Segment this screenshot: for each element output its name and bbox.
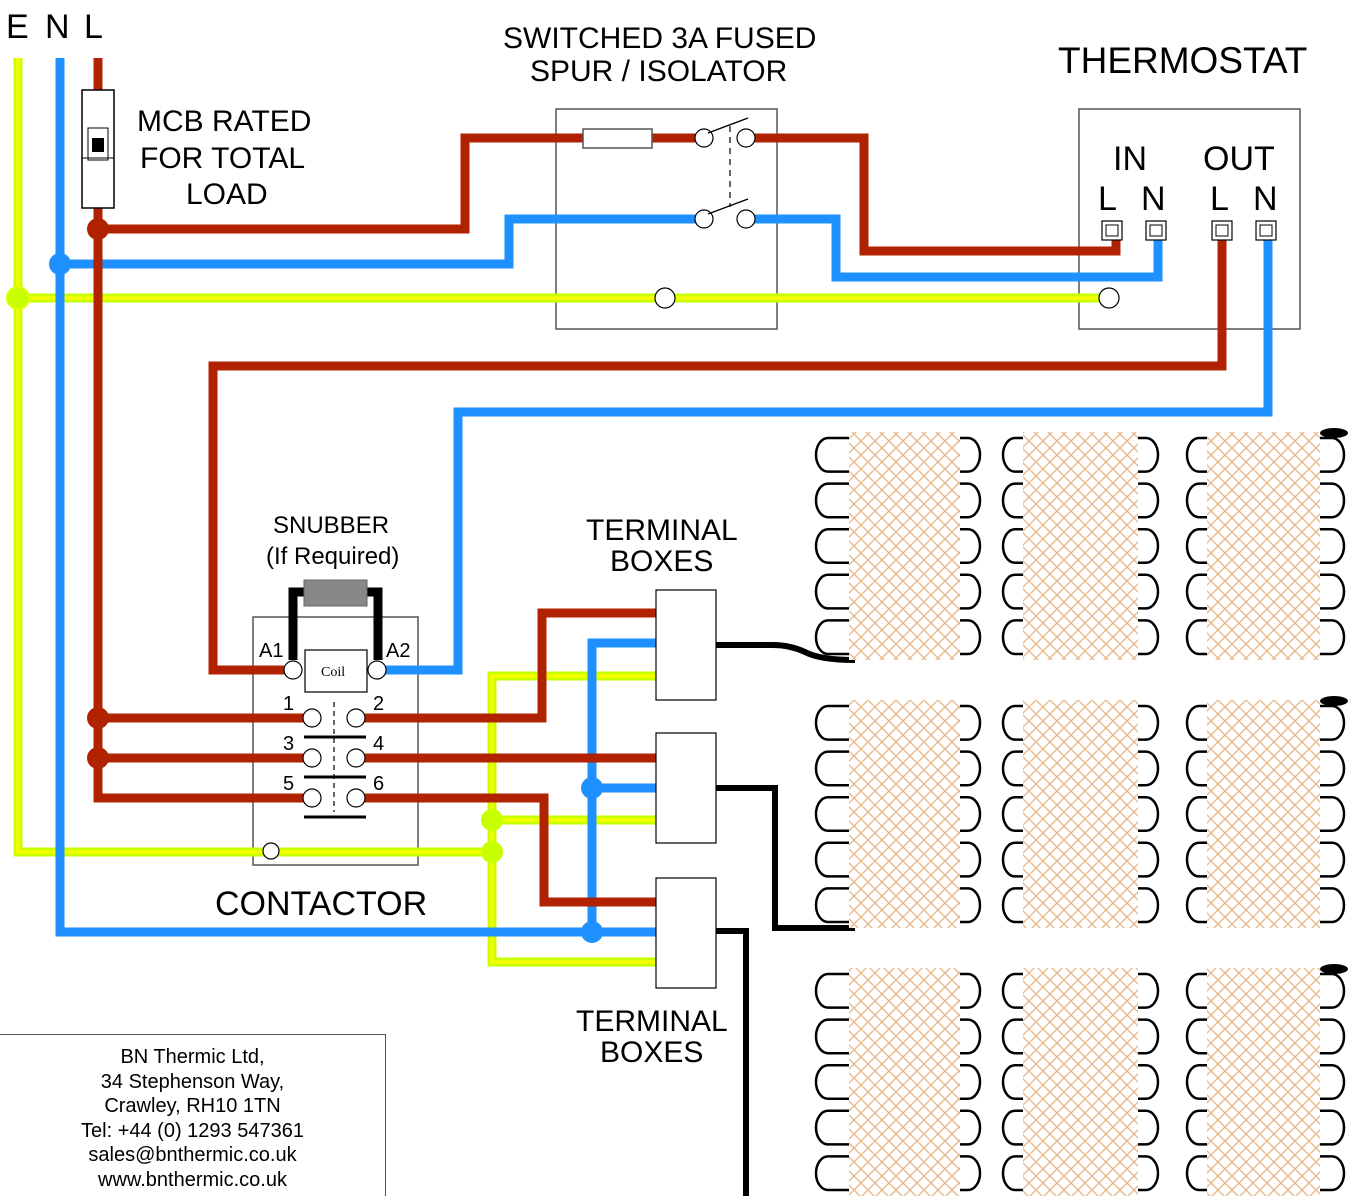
website-link[interactable]: www.bnthermic.co.uk (98, 1168, 287, 1191)
contact-2-label: 2 (373, 693, 384, 715)
mat-1 (814, 428, 1348, 660)
contact-6-label: 6 (373, 773, 384, 795)
mat-3 (814, 964, 1348, 1196)
neutral-wires (55, 58, 1273, 937)
mat-heating-cable (814, 704, 1346, 924)
contact-4-label: 4 (373, 733, 384, 755)
terminal-boxes-top-line2: BOXES (610, 545, 713, 578)
thermostat-terminals (1098, 220, 1277, 309)
terminal-box-2 (655, 732, 717, 844)
mat-mesh-strip (849, 700, 960, 928)
thermostat-out-l-label: L (1210, 180, 1229, 218)
mat-end-cap (1320, 428, 1348, 438)
address-block: BN Thermic Ltd, 34 Stephenson Way, Crawl… (0, 1034, 386, 1196)
neutral-supply-label: N (45, 8, 70, 46)
contactor-a1-label: A1 (259, 640, 283, 662)
mat-mesh-strip (1023, 432, 1138, 660)
mat-end-cap (1320, 964, 1348, 974)
terminal-boxes-bottom-line2: BOXES (600, 1036, 703, 1069)
thermostat-out-n-label: N (1253, 180, 1278, 218)
terminal-boxes-top-line1: TERMINAL (586, 514, 738, 547)
terminal-boxes-bottom-line1: TERMINAL (576, 1005, 728, 1038)
contact-5-label: 5 (283, 773, 294, 795)
mat-end-cap (1320, 696, 1348, 706)
contact-1-label: 1 (283, 693, 294, 715)
mat-2 (814, 696, 1348, 928)
mcb-label-line3: LOAD (186, 178, 268, 211)
spur-label-line1: SWITCHED 3A FUSED (503, 22, 816, 55)
thermostat-in-label: IN (1113, 140, 1147, 178)
thermostat-in-l-label: L (1098, 180, 1117, 218)
mat-mesh-strip (1207, 432, 1320, 660)
contactor-title: CONTACTOR (215, 885, 427, 923)
town-postcode: Crawley, RH10 1TN (104, 1095, 281, 1117)
terminal-box-1 (655, 589, 717, 701)
heating-mats (814, 428, 1348, 1196)
company-name: BN Thermic Ltd, (120, 1046, 265, 1068)
svg-text:Coil: Coil (321, 665, 345, 680)
live-wires (93, 58, 1227, 907)
mat-mesh-strip (849, 432, 960, 660)
earth-wires (13, 58, 1109, 967)
street-address: 34 Stephenson Way, (100, 1070, 285, 1093)
mat-heating-cable (814, 972, 1346, 1192)
mcb-label-line1: MCB RATED (137, 105, 311, 138)
mat-mesh-strip (1207, 968, 1320, 1196)
mat-mesh-strip (849, 968, 960, 1196)
contactor-a2-label: A2 (386, 640, 410, 662)
mcb-breaker (81, 89, 115, 209)
live-supply-label: L (84, 8, 103, 46)
cold-tails (716, 642, 856, 1196)
snubber-label-line1: SNUBBER (273, 512, 389, 539)
contact-3-label: 3 (283, 733, 294, 755)
mat-mesh-strip (1023, 968, 1138, 1196)
mcb-label-line2: FOR TOTAL (140, 142, 305, 175)
thermostat-in-n-label: N (1141, 180, 1166, 218)
terminal-box-3 (655, 877, 717, 989)
mat-mesh-strip (1207, 700, 1320, 928)
thermostat-out-label: OUT (1203, 140, 1275, 178)
contactor-coil: Coil (283, 649, 387, 693)
spur-label-line2: SPUR / ISOLATOR (530, 55, 787, 88)
contactor-contacts (262, 702, 366, 860)
snubber (288, 579, 383, 660)
mat-heating-cable (814, 436, 1346, 656)
spur-fuse (582, 128, 653, 149)
telephone: Tel: +44 (0) 1293 547361 (81, 1119, 304, 1142)
junction-dots (6, 218, 603, 943)
email-link[interactable]: sales@bnthermic.co.uk (88, 1144, 297, 1166)
thermostat-title: THERMOSTAT (1058, 40, 1307, 81)
spur-switch (654, 117, 756, 309)
snubber-label-line2: (If Required) (266, 543, 399, 570)
mat-mesh-strip (1023, 700, 1138, 928)
earth-supply-label: E (6, 8, 29, 46)
